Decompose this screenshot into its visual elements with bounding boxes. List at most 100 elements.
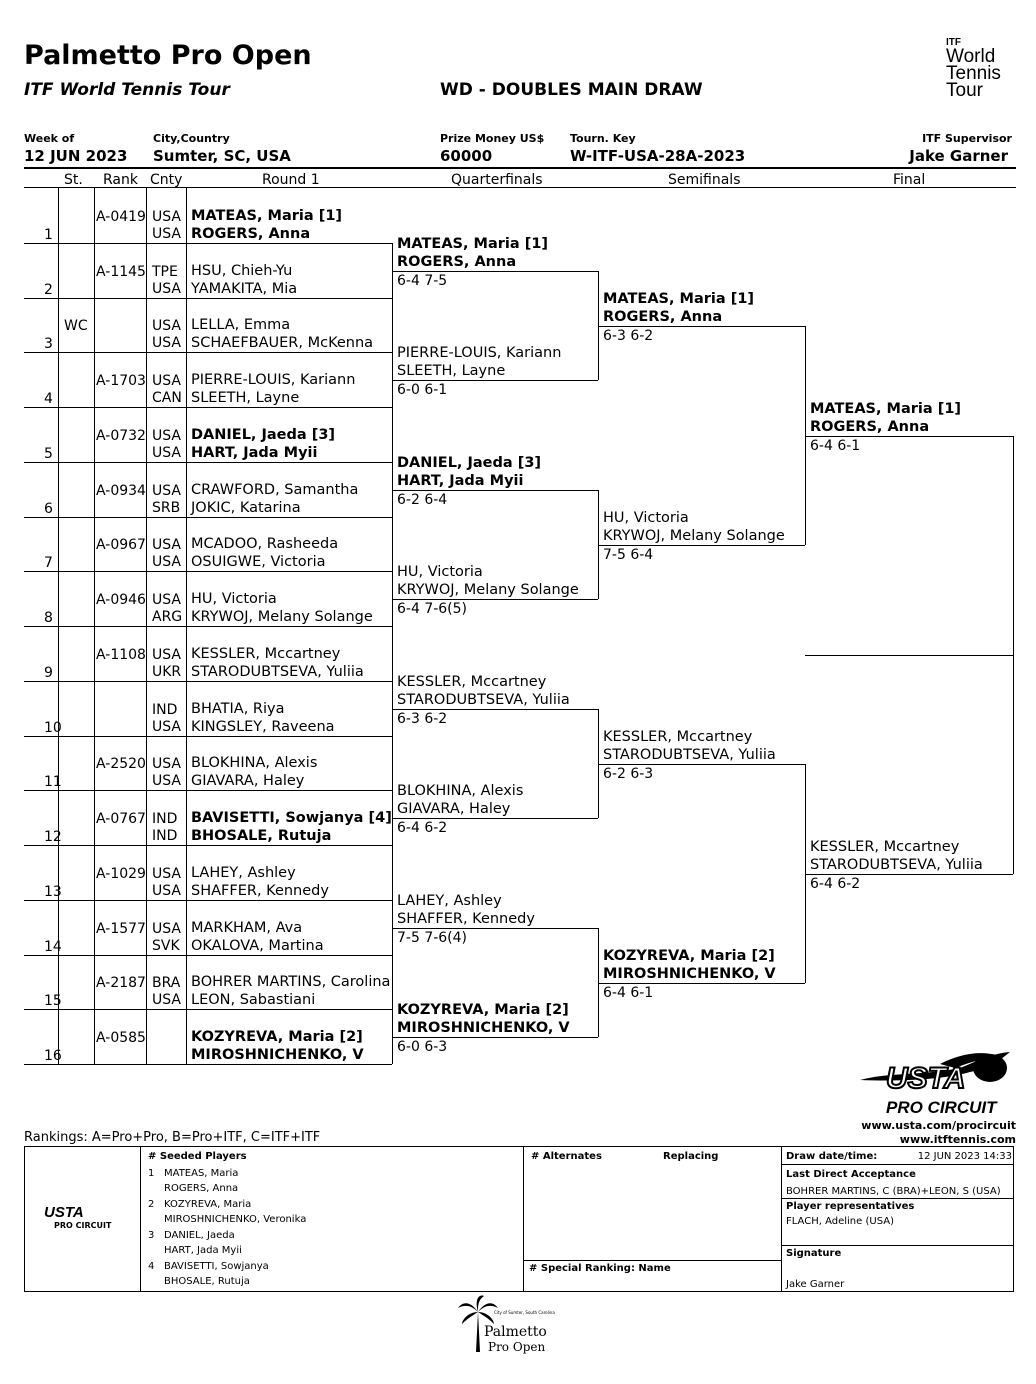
- finalist-player[interactable]: ROGERS, Anna: [810, 419, 930, 435]
- player-name[interactable]: LELLA, Emma: [191, 317, 291, 333]
- draw-position-number: 5: [44, 446, 53, 462]
- palm-tree-icon: [458, 1295, 498, 1352]
- draw-row-line: [24, 900, 392, 901]
- finalist-player[interactable]: STARODUBTSEVA, Yuliia: [810, 857, 983, 873]
- player-name[interactable]: SLEETH, Layne: [191, 390, 300, 406]
- qf-player[interactable]: STARODUBTSEVA, Yuliia: [397, 692, 570, 708]
- qf-player[interactable]: PIERRE-LOUIS, Kariann: [397, 345, 562, 361]
- qf-line: [392, 490, 598, 491]
- draw-row-line: [24, 243, 392, 244]
- qf-player[interactable]: KESSLER, Mccartney: [397, 674, 547, 690]
- col-st: St.: [64, 172, 83, 188]
- player-name[interactable]: KINGSLEY, Raveena: [191, 719, 335, 735]
- draw-name: WD - DOUBLES MAIN DRAW: [440, 80, 703, 100]
- replacing-title: Replacing: [663, 1151, 719, 1162]
- country-cell: USA: [152, 537, 181, 553]
- player-name[interactable]: HU, Victoria: [191, 591, 277, 607]
- grid-vline: [392, 243, 393, 1064]
- player-name[interactable]: GIAVARA, Haley: [191, 773, 305, 789]
- player-name[interactable]: ROGERS, Anna: [191, 226, 311, 242]
- finalist-player[interactable]: KESSLER, Mccartney: [810, 839, 960, 855]
- sf-player[interactable]: KRYWOJ, Melany Solange: [603, 528, 785, 544]
- itf-world-tennis-tour-logo: ITF World Tennis Tour: [946, 37, 1001, 101]
- player-name[interactable]: OSUIGWE, Victoria: [191, 554, 326, 570]
- usta-word: USTA: [885, 1061, 966, 1096]
- qf-player[interactable]: SHAFFER, Kennedy: [397, 911, 535, 927]
- sf-connector: [598, 928, 599, 1037]
- champion-line: [805, 655, 1013, 656]
- seeded-player: MATEAS, Maria: [164, 1168, 239, 1179]
- final-connector: [805, 764, 806, 983]
- sf-player[interactable]: KESSLER, Mccartney: [603, 729, 753, 745]
- player-name[interactable]: SHAFFER, Kennedy: [191, 883, 329, 899]
- draw-position-number: 13: [44, 884, 62, 900]
- qf-player[interactable]: BLOKHINA, Alexis: [397, 783, 524, 799]
- qf-player[interactable]: DANIEL, Jaeda [3]: [397, 455, 542, 471]
- qf-player[interactable]: ROGERS, Anna: [397, 254, 517, 270]
- player-name[interactable]: SCHAEFBAUER, McKenna: [191, 335, 374, 351]
- player-name[interactable]: CRAWFORD, Samantha: [191, 482, 359, 498]
- player-name[interactable]: LEON, Sabastiani: [191, 992, 316, 1008]
- usta-url[interactable]: www.usta.com/procircuit: [861, 1119, 1016, 1132]
- pro-circuit-word: PRO CIRCUIT: [886, 1098, 997, 1117]
- draw-row-line: [24, 462, 392, 463]
- player-name[interactable]: BHOSALE, Rutuja: [191, 828, 332, 844]
- country-cell: USA: [152, 209, 181, 225]
- country-cell: USA: [152, 428, 181, 444]
- qf-player[interactable]: LAHEY, Ashley: [397, 893, 502, 909]
- player-name[interactable]: KESSLER, Mccartney: [191, 646, 341, 662]
- country-cell: BRA: [152, 975, 181, 991]
- player-name[interactable]: BHATIA, Riya: [191, 701, 285, 717]
- alternates-title: # Alternates: [531, 1151, 602, 1162]
- rank-cell: A-1577: [96, 921, 146, 937]
- city-label: City,Country: [153, 132, 230, 145]
- qf-player[interactable]: MATEAS, Maria [1]: [397, 236, 549, 252]
- player-name[interactable]: BLOKHINA, Alexis: [191, 755, 318, 771]
- qf-player[interactable]: GIAVARA, Haley: [397, 801, 511, 817]
- sf-score: 6-4 6-1: [603, 985, 654, 1001]
- seed-number: 2: [148, 1199, 155, 1210]
- player-name[interactable]: OKALOVA, Martina: [191, 938, 324, 954]
- player-name[interactable]: JOKIC, Katarina: [191, 500, 301, 516]
- player-name[interactable]: HSU, Chieh-Yu: [191, 263, 293, 279]
- player-name[interactable]: MATEAS, Maria [1]: [191, 208, 343, 224]
- player-name[interactable]: LAHEY, Ashley: [191, 865, 296, 881]
- qf-player[interactable]: MIROSHNICHENKO, V: [397, 1020, 570, 1036]
- draw-row-line: [24, 407, 392, 408]
- qf-player[interactable]: SLEETH, Layne: [397, 363, 506, 379]
- player-name[interactable]: MCADOO, Rasheeda: [191, 536, 339, 552]
- player-name[interactable]: KRYWOJ, Melany Solange: [191, 609, 373, 625]
- qf-player[interactable]: KRYWOJ, Melany Solange: [397, 582, 579, 598]
- qf-player[interactable]: HU, Victoria: [397, 564, 483, 580]
- draw-row-line: [24, 955, 392, 956]
- itf-url[interactable]: www.itftennis.com: [899, 1133, 1016, 1146]
- player-name[interactable]: MARKHAM, Ava: [191, 920, 303, 936]
- country-cell: USA: [152, 554, 181, 570]
- qf-player[interactable]: HART, Jada Myii: [397, 473, 524, 489]
- sf-player[interactable]: ROGERS, Anna: [603, 309, 723, 325]
- sf-player[interactable]: MIROSHNICHENKO, V: [603, 966, 776, 982]
- country-cell: SVK: [152, 938, 180, 954]
- player-name[interactable]: STARODUBTSEVA, Yuliia: [191, 664, 364, 680]
- player-name[interactable]: DANIEL, Jaeda [3]: [191, 427, 336, 443]
- seed-number: 1: [148, 1168, 155, 1179]
- country-cell: USA: [152, 318, 181, 334]
- player-name[interactable]: BOHRER MARTINS, Carolina: [191, 974, 391, 990]
- player-name[interactable]: PIERRE-LOUIS, Kariann: [191, 372, 356, 388]
- player-name[interactable]: MIROSHNICHENKO, V: [191, 1047, 364, 1063]
- sf-player[interactable]: MATEAS, Maria [1]: [603, 291, 755, 307]
- qf-score: 6-3 6-2: [397, 711, 448, 727]
- sf-player[interactable]: HU, Victoria: [603, 510, 689, 526]
- sf-player[interactable]: KOZYREVA, Maria [2]: [603, 948, 775, 964]
- final-line: [805, 436, 1013, 437]
- qf-score: 6-4 7-6(5): [397, 601, 468, 617]
- player-name[interactable]: HART, Jada Myii: [191, 445, 318, 461]
- rankings-legend: Rankings: A=Pro+Pro, B=Pro+ITF, C=ITF+IT…: [24, 1130, 321, 1145]
- player-name[interactable]: YAMAKITA, Mia: [191, 281, 298, 297]
- finalist-player[interactable]: MATEAS, Maria [1]: [810, 401, 962, 417]
- player-name[interactable]: BAVISETTI, Sowjanya [4]: [191, 810, 392, 826]
- player-name[interactable]: KOZYREVA, Maria [2]: [191, 1029, 363, 1045]
- draw-row-line: [24, 352, 392, 353]
- qf-player[interactable]: KOZYREVA, Maria [2]: [397, 1002, 569, 1018]
- sf-player[interactable]: STARODUBTSEVA, Yuliia: [603, 747, 776, 763]
